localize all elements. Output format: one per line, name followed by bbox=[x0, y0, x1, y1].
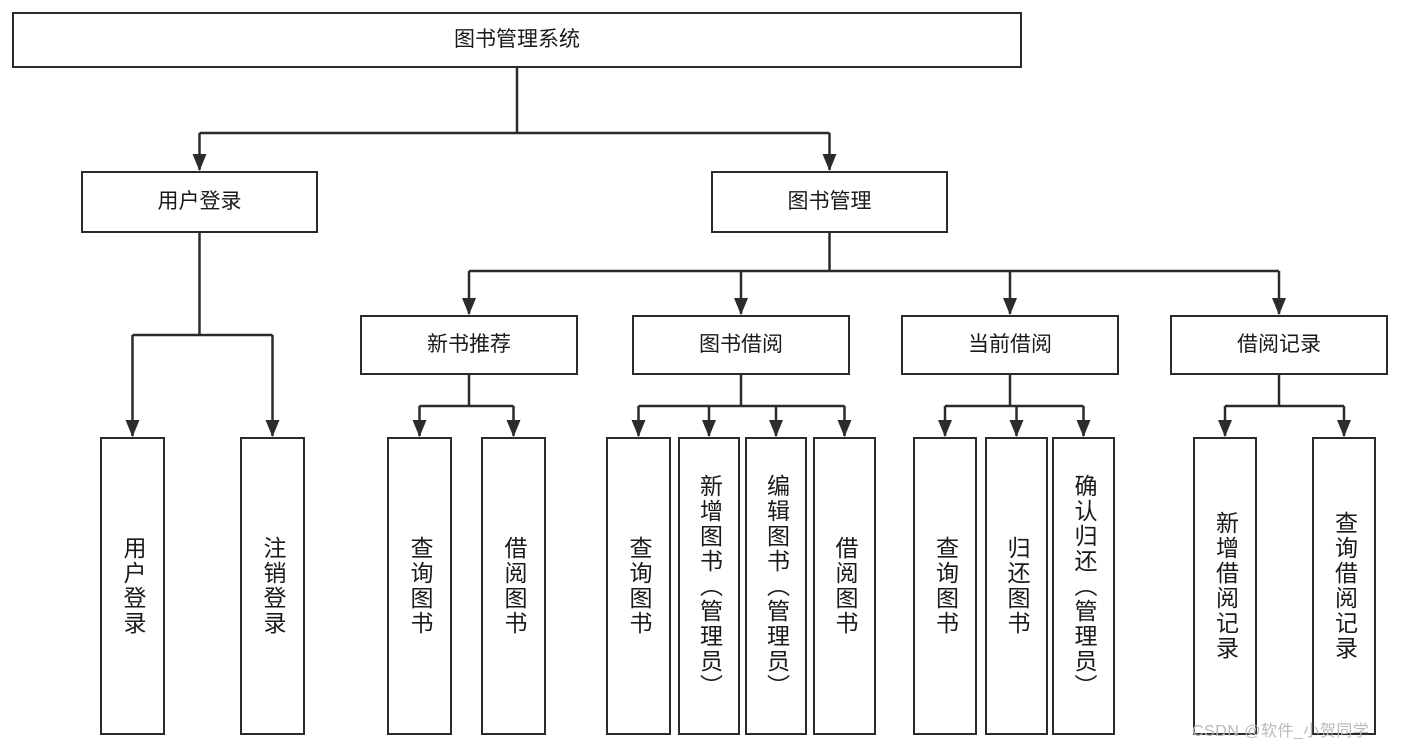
node-borrow-record[interactable]: 借阅记录 bbox=[1170, 315, 1388, 375]
node-leaf-cb-query[interactable]: 查询图书 bbox=[913, 437, 977, 735]
watermark: CSDN @软件_小贺同学 bbox=[1192, 723, 1370, 740]
arrowhead-icon bbox=[265, 420, 280, 437]
arrowhead-icon bbox=[702, 420, 716, 437]
node-book-manage[interactable]: 图书管理 bbox=[711, 171, 948, 233]
node-book-borrow[interactable]: 图书借阅 bbox=[632, 315, 850, 375]
node-leaf-user-logout[interactable]: 注销登录 bbox=[240, 437, 305, 735]
arrowhead-icon bbox=[734, 298, 748, 315]
node-new-book-rec[interactable]: 新书推荐 bbox=[360, 315, 578, 375]
node-label: 新书推荐 bbox=[427, 332, 511, 356]
arrowhead-icon bbox=[837, 420, 852, 437]
node-leaf-br-query[interactable]: 查询借阅记录 bbox=[1312, 437, 1376, 735]
node-user-login[interactable]: 用户登录 bbox=[81, 171, 318, 233]
node-leaf-bb-add[interactable]: 新增图书（管理员） bbox=[678, 437, 740, 735]
node-label: 查询图书 bbox=[626, 536, 652, 636]
node-label: 借阅图书 bbox=[501, 536, 527, 636]
arrowhead-icon bbox=[192, 154, 207, 171]
node-label: 用户登录 bbox=[157, 189, 242, 213]
arrowhead-icon bbox=[938, 420, 952, 437]
node-leaf-user-login[interactable]: 用户登录 bbox=[100, 437, 165, 735]
node-label: 当前借阅 bbox=[968, 332, 1052, 356]
node-label: 借阅记录 bbox=[1237, 332, 1321, 356]
node-label: 用户登录 bbox=[120, 536, 146, 636]
node-label: 查询借阅记录 bbox=[1331, 511, 1358, 661]
arrowhead-icon bbox=[769, 420, 783, 437]
node-label: 注销登录 bbox=[260, 536, 286, 636]
arrowhead-icon bbox=[412, 420, 427, 437]
arrowhead-icon bbox=[1218, 420, 1232, 437]
arrowhead-icon bbox=[631, 420, 646, 437]
arrowhead-icon bbox=[1076, 420, 1091, 437]
node-leaf-bb-edit[interactable]: 编辑图书（管理员） bbox=[745, 437, 807, 735]
node-leaf-bb-borrow[interactable]: 借阅图书 bbox=[813, 437, 876, 735]
arrowhead-icon bbox=[1337, 420, 1351, 437]
arrowhead-icon bbox=[462, 298, 476, 315]
node-leaf-cb-confirm[interactable]: 确认归还（管理员） bbox=[1052, 437, 1115, 735]
node-label: 图书借阅 bbox=[699, 332, 783, 356]
node-label: 借阅图书 bbox=[832, 536, 858, 636]
node-label: 归还图书 bbox=[1004, 536, 1030, 636]
node-label: 查询图书 bbox=[932, 536, 959, 636]
node-label: 确认归还（管理员） bbox=[1071, 473, 1097, 699]
arrowhead-icon bbox=[1009, 420, 1024, 437]
node-label: 图书管理 bbox=[787, 189, 872, 213]
arrowhead-icon bbox=[506, 420, 521, 437]
arrowhead-icon bbox=[1272, 298, 1286, 315]
node-current-borrow[interactable]: 当前借阅 bbox=[901, 315, 1119, 375]
node-leaf-rec-query[interactable]: 查询图书 bbox=[387, 437, 452, 735]
node-leaf-cb-return[interactable]: 归还图书 bbox=[985, 437, 1048, 735]
node-label: 新增借阅记录 bbox=[1212, 511, 1239, 661]
node-label: 新增图书（管理员） bbox=[696, 473, 723, 699]
node-leaf-rec-borrow[interactable]: 借阅图书 bbox=[481, 437, 546, 735]
node-root[interactable]: 图书管理系统 bbox=[12, 12, 1022, 68]
arrowhead-icon bbox=[1003, 298, 1017, 315]
node-label: 编辑图书（管理员） bbox=[763, 473, 790, 699]
arrowhead-icon bbox=[822, 154, 837, 171]
node-label: 查询图书 bbox=[407, 536, 433, 636]
node-leaf-bb-query[interactable]: 查询图书 bbox=[606, 437, 671, 735]
node-label: 图书管理系统 bbox=[454, 27, 580, 51]
arrowhead-icon bbox=[125, 420, 140, 437]
node-leaf-br-add[interactable]: 新增借阅记录 bbox=[1193, 437, 1257, 735]
